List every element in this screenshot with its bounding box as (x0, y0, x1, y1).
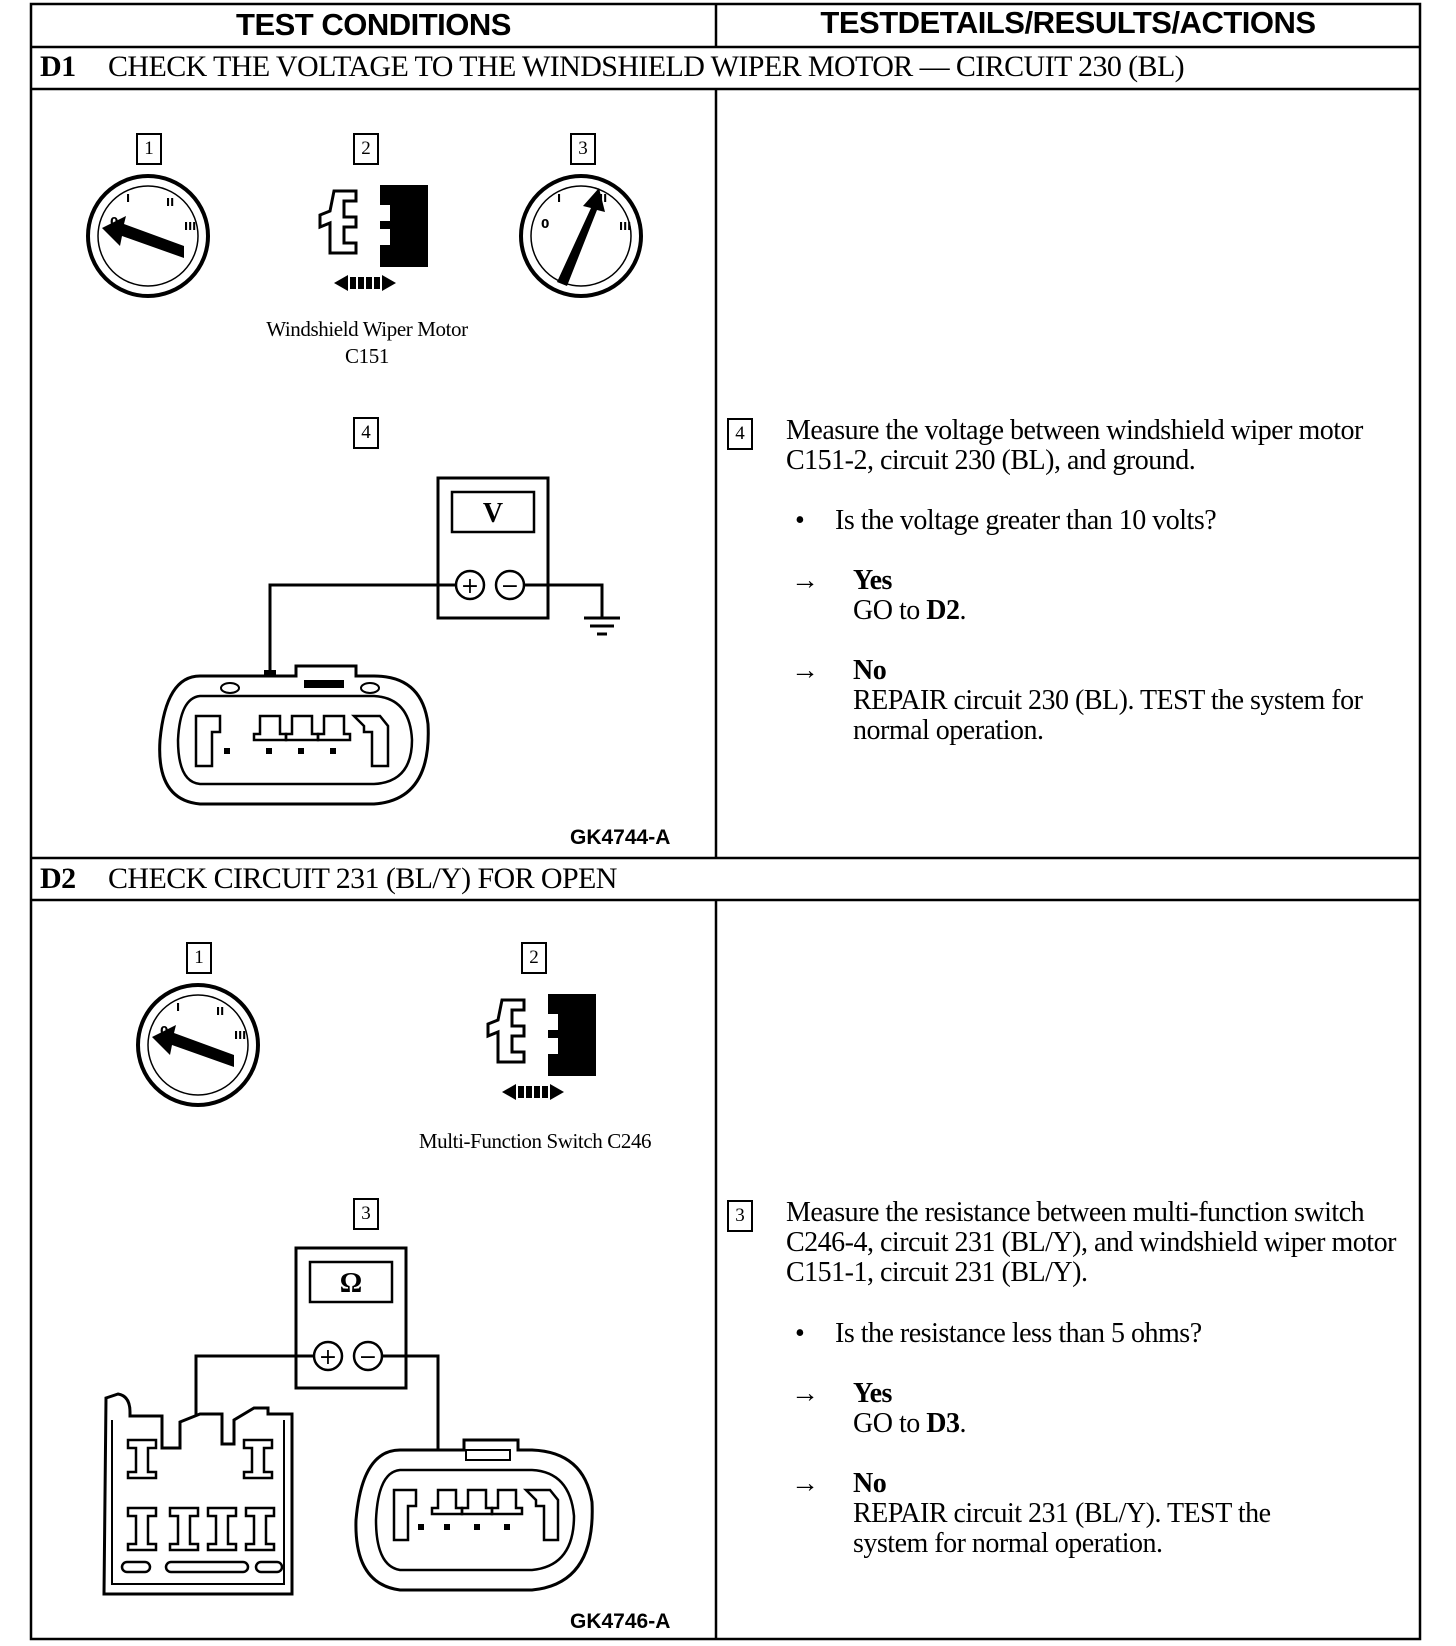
svg-text:III: III (234, 1029, 246, 1042)
d2-callout-2: 2 (521, 942, 547, 974)
d1-yes-target: D2 (926, 595, 960, 626)
svg-text:II: II (599, 192, 607, 205)
header-test-details: TESTDETAILS/RESULTS/ACTIONS (820, 5, 1316, 40)
d2-figure-code: GK4746-A (570, 1610, 671, 1633)
svg-text:III: III (619, 220, 631, 233)
d2-action-number: 3 (727, 1200, 753, 1232)
d1-yes-label: Yes (853, 565, 892, 596)
d2-no-label: No (853, 1468, 887, 1499)
ignition-key-switch-run-icon: 0 I II III (519, 174, 643, 298)
header-test-conditions: TEST CONDITIONS (236, 7, 511, 42)
step-d1-header: D1 CHECK THE VOLTAGE TO THE WINDSHIELD WI… (40, 50, 1185, 84)
ignition-key-switch-icon: 0 I II III (86, 174, 210, 298)
svg-text:I: I (176, 1001, 180, 1014)
d1-yes-suffix: . (959, 595, 966, 626)
d2-callout-1: 1 (186, 942, 212, 974)
svg-text:0: 0 (541, 217, 549, 231)
voltmeter-plus: + (461, 574, 479, 599)
d2-yes-target: D3 (926, 1408, 960, 1439)
svg-text:II: II (166, 196, 174, 209)
d1-yes-arrow: → (791, 565, 819, 596)
ground-symbol-icon (584, 616, 620, 636)
d2-action-text: Measure the resistance between multi-fun… (786, 1197, 1396, 1288)
d2-no-arrow: → (791, 1468, 819, 1499)
d2-yes-suffix: . (959, 1408, 966, 1439)
svg-text:I: I (557, 192, 561, 205)
step-d2-header: D2 CHECK CIRCUIT 231 (BL/Y) FOR OPEN (40, 862, 617, 896)
d1-no-arrow: → (791, 655, 819, 686)
d1-connector-caption: Windshield Wiper Motor C151 (222, 316, 512, 370)
connector-disconnect-icon (486, 994, 596, 1100)
d1-action-text: Measure the voltage between windshield w… (786, 415, 1363, 476)
d1-no-action: REPAIR circuit 230 (BL). TEST the system… (853, 685, 1363, 746)
svg-text:II: II (216, 1005, 224, 1018)
d1-yes-prefix: GO to (853, 595, 927, 626)
d1-question-bullet: • (795, 505, 805, 536)
d1-yes-action: GO to D2. (853, 596, 966, 626)
d1-callout-2: 2 (353, 133, 379, 165)
connector-disconnect-icon (318, 185, 428, 291)
svg-text:I: I (126, 192, 130, 205)
ohmmeter-minus: − (359, 1345, 377, 1370)
d2-ohmmeter-diagram: Ω + − (102, 1246, 594, 1596)
d1-callout-1: 1 (136, 133, 162, 165)
step-d2-title: CHECK CIRCUIT 231 (BL/Y) FOR OPEN (108, 862, 617, 895)
step-d1-title: CHECK THE VOLTAGE TO THE WINDSHIELD WIPE… (108, 50, 1185, 83)
step-d2-id: D2 (40, 862, 76, 895)
d1-caption-line1: Windshield Wiper Motor (266, 317, 468, 341)
d1-callout-3: 3 (570, 133, 596, 165)
d2-yes-action: GO to D3. (853, 1409, 966, 1439)
svg-text:III: III (184, 220, 196, 233)
d1-callout-4: 4 (353, 417, 379, 449)
d1-question: Is the voltage greater than 10 volts? (835, 505, 1217, 536)
d2-callout-3: 3 (353, 1198, 379, 1230)
d2-yes-label: Yes (853, 1378, 892, 1409)
ignition-key-switch-icon: 0 I II III (136, 983, 260, 1107)
d1-no-label: No (853, 655, 887, 686)
d2-yes-prefix: GO to (853, 1408, 927, 1439)
voltmeter-symbol: V (483, 498, 503, 529)
d2-question-bullet: • (795, 1318, 805, 1349)
voltmeter-minus: − (501, 574, 519, 599)
d1-voltmeter-diagram: V + − (158, 476, 620, 806)
d1-figure-code: GK4744-A (570, 826, 671, 849)
d2-yes-arrow: → (791, 1378, 819, 1409)
ohmmeter-symbol: Ω (340, 1268, 362, 1299)
ohmmeter-plus: + (319, 1345, 337, 1370)
step-d1-id: D1 (40, 50, 76, 83)
d2-question: Is the resistance less than 5 ohms? (835, 1318, 1202, 1349)
d1-action-number: 4 (727, 418, 753, 450)
d2-connector-caption: Multi-Function Switch C246 (418, 1129, 652, 1153)
d1-caption-line2: C151 (345, 344, 389, 368)
d2-no-action: REPAIR circuit 231 (BL/Y). TEST the syst… (853, 1498, 1271, 1559)
